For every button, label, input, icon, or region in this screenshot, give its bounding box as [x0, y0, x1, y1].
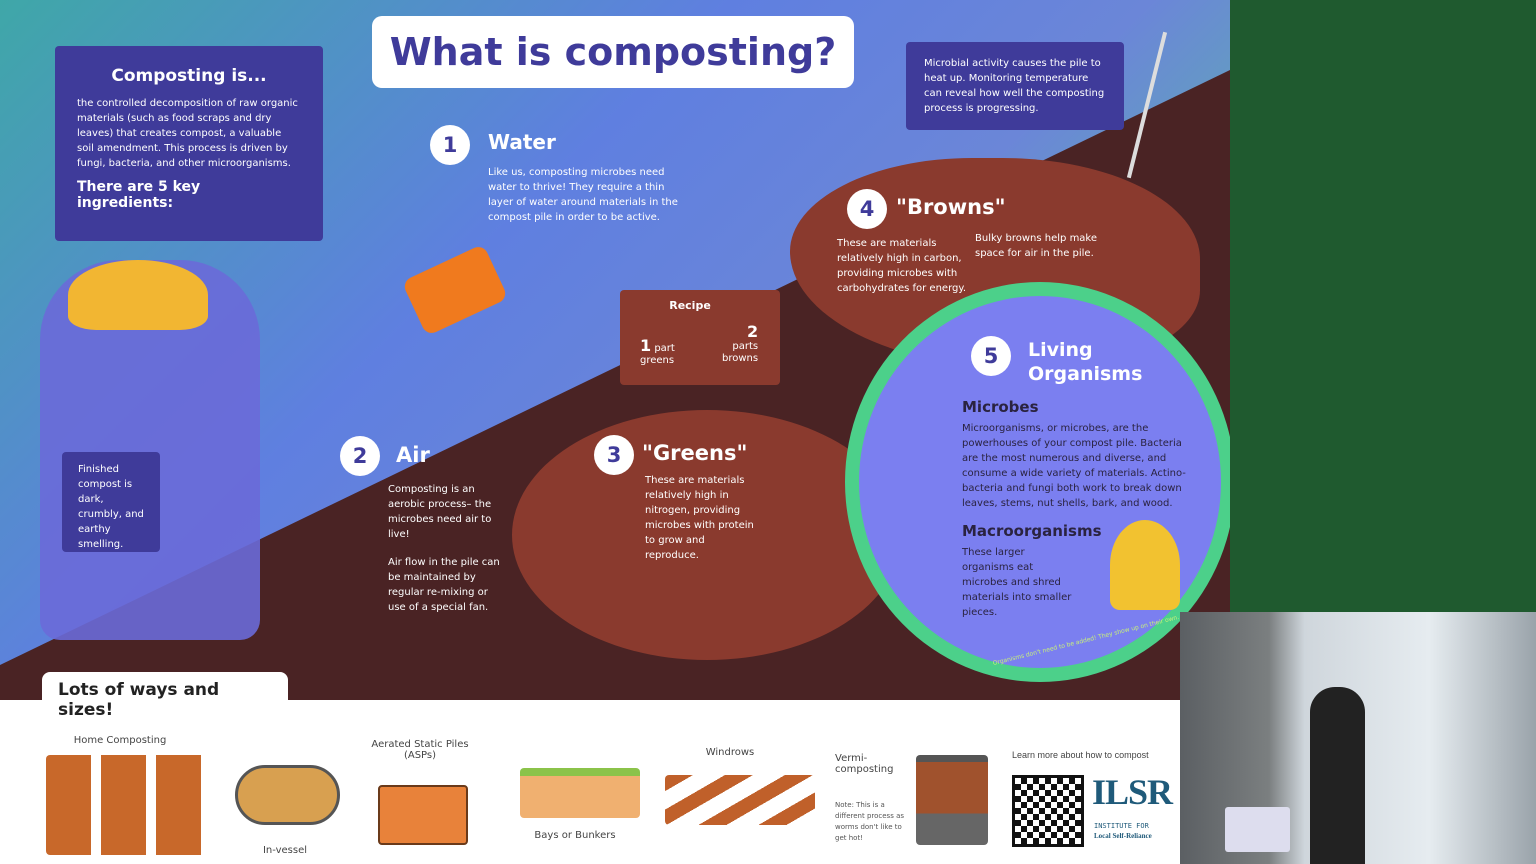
title-banner: What is composting?	[372, 16, 854, 88]
organisms-number: 5	[971, 336, 1011, 376]
asp-illustration	[378, 785, 468, 845]
watering-can-icon	[401, 243, 509, 337]
browns-side-note: Bulky browns help make space for air in …	[975, 233, 1098, 259]
asp-label: Aerated Static Piles (ASPs)	[371, 739, 469, 761]
water-title: Water	[488, 130, 556, 154]
presenter-webcam	[1180, 612, 1536, 864]
ways-heading: Lots of ways and sizes!	[42, 672, 288, 720]
learn-more-text: Learn more about how to compost	[1012, 750, 1149, 760]
slide: What is composting? Composting is... the…	[0, 0, 1230, 864]
intro-card: Composting is... the controlled decompos…	[55, 46, 323, 241]
greens-title: "Greens"	[642, 441, 748, 465]
recipe-greens-label: greens	[640, 355, 675, 366]
home-composting-label: Home Composting	[73, 735, 167, 746]
temperature-note: Microbial activity causes the pile to he…	[906, 42, 1124, 130]
finished-compost-note: Finished compost is dark, crumbly, and e…	[62, 452, 160, 552]
water-number: 1	[430, 125, 470, 165]
greens-body: These are materials relatively high in n…	[645, 475, 754, 561]
browns-number: 4	[847, 189, 887, 229]
air-title: Air	[396, 443, 430, 467]
vermi-note: Note: This is a different process as wor…	[835, 801, 905, 842]
microbes-body: Microorganisms, or microbes, are the pow…	[962, 423, 1186, 509]
recipe-box	[620, 290, 780, 385]
organisms-title: Living Organisms	[1028, 339, 1143, 385]
macro-body: These larger organisms eat microbes and …	[962, 547, 1072, 618]
recipe-browns-qty: 2	[746, 322, 759, 341]
bays-label: Bays or Bunkers	[534, 830, 616, 841]
microbes-title: Microbes	[962, 398, 1039, 416]
presenter	[1310, 687, 1365, 864]
ilsr-logo: ILSR	[1092, 772, 1173, 812]
mushroom-icon	[1110, 520, 1180, 610]
vermi-label: Vermi-composting	[835, 753, 894, 775]
intro-heading: Composting is...	[111, 66, 267, 86]
recipe-browns-unit: parts	[732, 341, 759, 352]
windrows-label: Windrows	[705, 747, 755, 758]
worm-bin-illustration	[916, 755, 988, 845]
water-body: Like us, composting microbes need water …	[488, 167, 678, 223]
air-number: 2	[340, 436, 380, 476]
in-vessel-label: In-vessel	[262, 845, 308, 856]
bays-illustration	[520, 768, 640, 818]
recipe-browns-label: browns	[722, 353, 759, 364]
macro-title: Macroorganisms	[962, 522, 1102, 540]
ilsr-sub2: Local Self-Reliance	[1094, 832, 1152, 840]
ingredients-label: There are 5 key ingredients:	[77, 179, 201, 211]
recipe-title: Recipe	[669, 299, 711, 312]
greens-number: 3	[594, 435, 634, 475]
qr-code[interactable]	[1012, 775, 1084, 847]
windrows-illustration	[665, 775, 815, 825]
home-bins-illustration	[46, 755, 206, 855]
laptop-icon	[1225, 807, 1290, 852]
browns-title: "Browns"	[896, 195, 1006, 219]
straw-hat-icon	[68, 260, 208, 330]
greens-blob	[512, 410, 902, 660]
air-body-1: Composting is an aerobic process– the mi…	[388, 484, 492, 540]
in-vessel-illustration	[235, 765, 340, 825]
air-body-2: Air flow in the pile can be maintained b…	[388, 557, 500, 613]
recipe-greens-qty: 1	[640, 336, 652, 355]
intro-body: the controlled decomposition of raw orga…	[77, 98, 298, 169]
recipe-greens-unit: part	[654, 343, 675, 354]
ilsr-sub1: INSTITUTE FOR	[1094, 822, 1149, 830]
browns-body: These are materials relatively high in c…	[837, 238, 967, 294]
page-title: What is composting?	[389, 30, 837, 74]
